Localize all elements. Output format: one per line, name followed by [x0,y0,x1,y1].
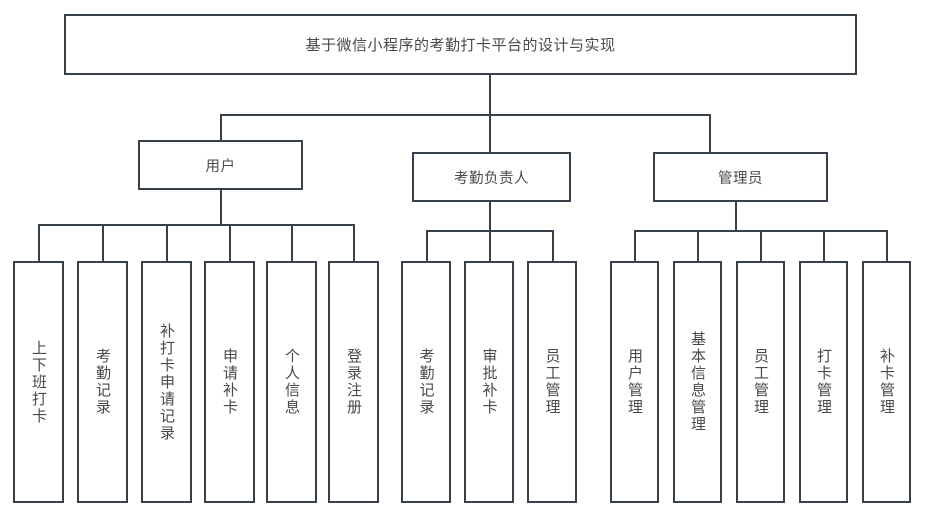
node-leaf-supervisor-2-label: 审批补卡 [480,348,499,416]
connector-supervisor-drop-2 [489,230,491,261]
node-role-admin: 管理员 [653,152,828,202]
node-leaf-user-2: 考勤记录 [77,261,128,503]
node-leaf-user-4-label: 申请补卡 [221,348,239,416]
node-leaf-user-4: 申请补卡 [204,261,255,503]
node-leaf-admin-2-label: 基本信息管理 [689,331,707,433]
connector-user-stem [220,190,222,224]
connector-user-bus [38,224,355,226]
node-leaf-supervisor-1: 考勤记录 [401,261,451,503]
node-root-label: 基于微信小程序的考勤打卡平台的设计与实现 [305,36,616,54]
node-leaf-admin-1-label: 用户管理 [626,348,644,416]
connector-user-drop-3 [166,224,168,261]
node-leaf-user-5-label: 个人信息 [283,348,301,416]
connector-supervisor-stem [489,202,491,232]
node-leaf-supervisor-1-label: 考勤记录 [417,348,436,416]
node-leaf-user-6: 登录注册 [328,261,379,503]
node-leaf-admin-3: 员工管理 [736,261,785,503]
connector-admin-drop-2 [697,230,699,261]
node-role-user: 用户 [138,140,303,190]
node-leaf-user-3-label: 补打卡申请记录 [158,322,176,442]
connector-user-drop-5 [291,224,293,261]
connector-supervisor-drop-1 [426,230,428,261]
node-leaf-user-1: 上下班打卡 [13,261,64,503]
connector-supervisor-drop-3 [552,230,554,261]
connector-user-drop-4 [229,224,231,261]
connector-user-drop-6 [353,224,355,261]
node-leaf-admin-3-label: 员工管理 [752,348,770,416]
connector-user-drop-1 [38,224,40,261]
connector-level2-drop-admin [709,114,711,153]
connector-root-stem [489,75,491,114]
node-root: 基于微信小程序的考勤打卡平台的设计与实现 [64,14,857,75]
node-leaf-supervisor-2: 审批补卡 [464,261,514,503]
connector-user-drop-2 [102,224,104,261]
node-leaf-admin-1: 用户管理 [610,261,659,503]
node-role-admin-label: 管理员 [718,170,763,187]
node-leaf-admin-5: 补卡管理 [862,261,911,503]
node-leaf-admin-2: 基本信息管理 [673,261,722,503]
node-leaf-supervisor-3: 员工管理 [527,261,577,503]
node-role-supervisor-label: 考勤负责人 [454,170,529,187]
connector-admin-drop-3 [760,230,762,261]
connector-admin-drop-4 [823,230,825,261]
node-leaf-user-1-label: 上下班打卡 [30,339,48,425]
node-leaf-user-3: 补打卡申请记录 [141,261,192,503]
node-leaf-admin-4-label: 打卡管理 [815,348,833,416]
node-role-user-label: 用户 [205,158,236,175]
connector-level2-bus [220,114,710,116]
connector-admin-drop-5 [886,230,888,261]
node-leaf-supervisor-3-label: 员工管理 [543,348,562,416]
node-leaf-user-2-label: 考勤记录 [94,348,112,416]
node-role-supervisor: 考勤负责人 [412,152,571,202]
node-leaf-admin-4: 打卡管理 [799,261,848,503]
connector-admin-drop-1 [634,230,636,261]
node-leaf-user-6-label: 登录注册 [345,348,363,416]
connector-admin-stem [735,202,737,232]
node-leaf-user-5: 个人信息 [266,261,317,503]
connector-level2-drop-user [220,114,222,141]
connector-level2-drop-supervisor [489,114,491,153]
node-leaf-admin-5-label: 补卡管理 [878,348,896,416]
